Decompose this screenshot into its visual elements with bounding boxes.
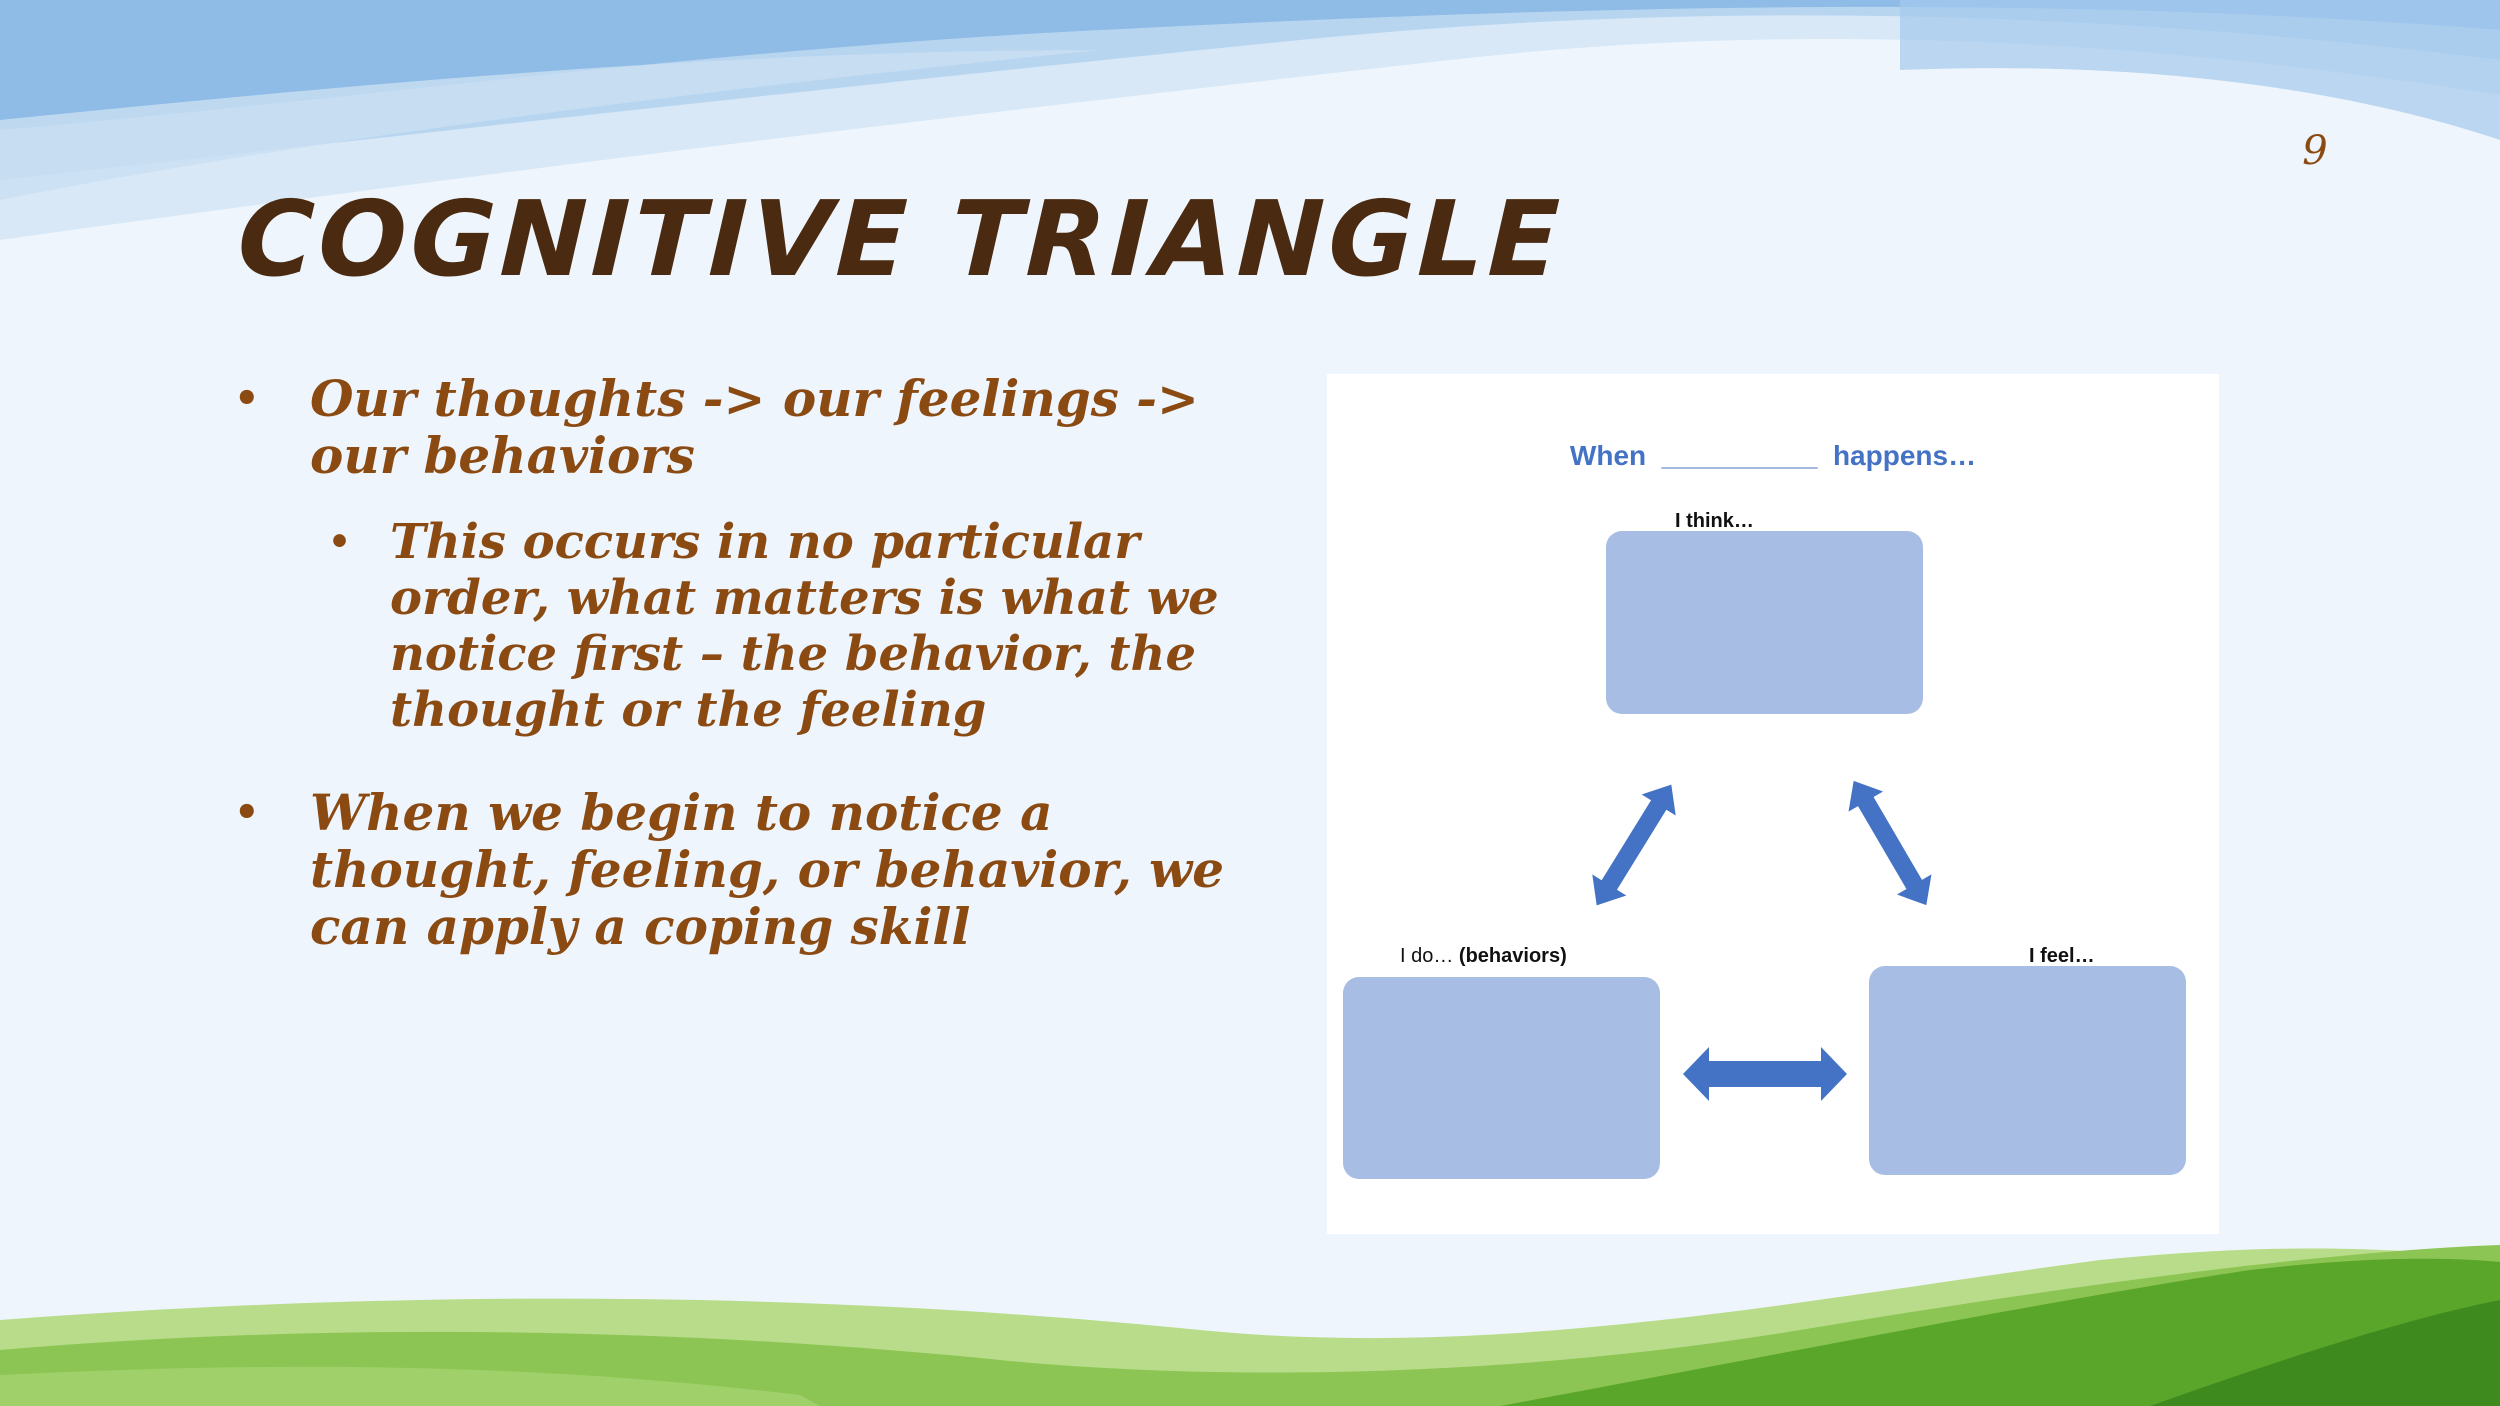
cognitive-triangle-diagram: When __________ happens… I think… I do… … — [1327, 374, 2219, 1234]
think-box — [1606, 531, 1923, 714]
do-box — [1343, 977, 1660, 1179]
slide-number: 9 — [2302, 128, 2328, 174]
sky-band-dark — [0, 0, 2500, 130]
feel-label: I feel… — [2029, 945, 2095, 967]
double-arrow-think-feel — [1848, 780, 1932, 906]
diagram-header: When __________ happens… — [1569, 440, 1977, 471]
bullet-item: • When we begin to notice a thought, fee… — [230, 784, 1250, 955]
double-arrow-think-do — [1592, 784, 1676, 906]
bullet-dot: • — [234, 375, 260, 422]
bullet-dot: • — [234, 789, 260, 836]
bullet-item: • Our thoughts -> our feelings -> our be… — [230, 370, 1250, 484]
grass-hill-front-left — [0, 1366, 820, 1406]
sky-band-left — [0, 50, 1100, 200]
sub-bullet-item: • This occurs in no particular order, wh… — [230, 514, 1250, 738]
bullet-text: When we begin to notice a thought, feeli… — [310, 783, 1225, 956]
sub-bullet-text: This occurs in no particular order, what… — [390, 514, 1219, 738]
grass-hill-shadow — [2150, 1300, 2500, 1406]
do-label-text: I do… — [1400, 945, 1459, 967]
slide-title: COGNITIVE TRIANGLE — [235, 178, 1566, 300]
think-label: I think… — [1675, 510, 1754, 532]
grass-hill-front-right — [1500, 1258, 2500, 1406]
bullet-text: Our thoughts -> our feelings -> our beha… — [310, 369, 1199, 485]
bullet-dot: • — [328, 521, 352, 563]
feel-box — [1869, 966, 2186, 1175]
sky-band-right — [1900, 0, 2500, 140]
double-arrow-do-feel — [1683, 1047, 1847, 1101]
do-label: I do… (behaviors) — [1400, 945, 1567, 968]
diagram-arrows — [1592, 780, 1932, 1101]
bullet-list: • Our thoughts -> our feelings -> our be… — [230, 370, 1250, 955]
do-label-behaviors: (behaviors) — [1458, 945, 1567, 967]
